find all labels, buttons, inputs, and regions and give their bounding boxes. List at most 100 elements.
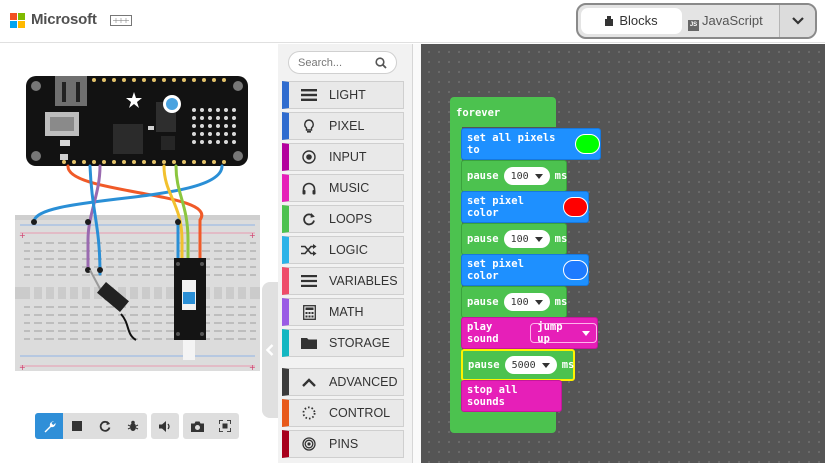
caret-down-icon xyxy=(534,173,543,179)
panel-divider[interactable] xyxy=(413,44,421,463)
duration-unit: ms xyxy=(554,296,568,308)
fullscreen-button[interactable] xyxy=(211,413,239,439)
category-label: PIXEL xyxy=(329,119,365,133)
duration-dropdown[interactable]: 5000 xyxy=(504,356,557,374)
block-label: set pixel color xyxy=(467,195,524,219)
duration-dropdown[interactable]: 100 xyxy=(503,293,550,311)
collapse-simulator-button[interactable] xyxy=(262,282,278,418)
buzzer-component[interactable] xyxy=(89,269,137,341)
blocks-tab[interactable]: Blocks xyxy=(581,8,682,34)
color-picker[interactable] xyxy=(562,197,588,217)
pause-block[interactable]: pause 100 ms xyxy=(461,160,567,192)
microsoft-logo-icon xyxy=(10,13,26,29)
light-bars-icon xyxy=(297,87,321,103)
category-label: PINS xyxy=(329,437,359,451)
category-math[interactable]: MATH xyxy=(282,298,404,326)
chevron-up-icon xyxy=(297,374,321,390)
pause-block-selected[interactable]: pause 5000 ms xyxy=(461,349,575,381)
category-label: ADVANCED xyxy=(329,375,398,389)
category-pins[interactable]: PINS xyxy=(282,430,404,458)
block-label: pause xyxy=(467,296,499,308)
category-logic[interactable]: LOGIC xyxy=(282,236,404,264)
slide-switch-component[interactable] xyxy=(174,258,206,360)
forever-label: forever xyxy=(456,107,501,119)
brand-name[interactable]: Microsoft xyxy=(31,11,97,28)
circuit-board-icon[interactable] xyxy=(110,15,132,26)
set-pixel-color-block[interactable]: set pixel color xyxy=(461,254,589,286)
search-icon[interactable] xyxy=(375,57,387,69)
shuffle-icon xyxy=(297,242,321,258)
forever-block[interactable]: forever xyxy=(450,97,556,127)
duration-unit: ms xyxy=(554,170,568,182)
category-label: INPUT xyxy=(329,150,367,164)
category-label: STORAGE xyxy=(329,336,390,350)
caret-down-icon xyxy=(534,299,543,305)
category-storage[interactable]: STORAGE xyxy=(282,329,404,357)
simulator-controls xyxy=(35,413,147,439)
duration-value: 100 xyxy=(510,233,529,245)
fullscreen-icon xyxy=(219,420,231,432)
lightbulb-icon xyxy=(297,118,321,134)
color-picker[interactable] xyxy=(562,260,588,280)
wrench-icon xyxy=(44,420,56,432)
restart-icon xyxy=(99,420,111,432)
sound-dropdown[interactable]: jump up xyxy=(530,321,597,345)
caret-down-icon xyxy=(534,236,543,242)
category-advanced[interactable]: ADVANCED xyxy=(282,368,404,396)
breadboard: + + + + xyxy=(15,215,260,372)
caret-down-icon xyxy=(541,362,550,368)
volume-icon xyxy=(158,420,170,432)
restart-button[interactable] xyxy=(91,413,119,439)
search-box xyxy=(288,51,397,74)
color-picker[interactable] xyxy=(575,134,600,154)
javascript-tab-label: JavaScript xyxy=(702,13,763,28)
search-input[interactable] xyxy=(298,55,373,71)
category-music[interactable]: MUSIC xyxy=(282,174,404,202)
caret-down-icon xyxy=(582,330,590,336)
editor-menu-button[interactable] xyxy=(779,5,815,37)
duration-dropdown[interactable]: 100 xyxy=(503,230,550,248)
stop-icon xyxy=(72,421,82,431)
category-loops[interactable]: LOOPS xyxy=(282,205,404,233)
list-icon xyxy=(297,273,321,289)
blocks-workspace[interactable]: forever set all pixels to pause 100 ms s… xyxy=(421,44,825,463)
category-label: LOOPS xyxy=(329,212,373,226)
calculator-icon xyxy=(297,304,321,320)
category-control[interactable]: CONTROL xyxy=(282,399,404,427)
blocks-tab-label: Blocks xyxy=(619,13,658,28)
category-light[interactable]: LIGHT xyxy=(282,81,404,109)
category-variables[interactable]: VARIABLES xyxy=(282,267,404,295)
block-label: stop all sounds xyxy=(467,384,518,408)
stop-all-sounds-block[interactable]: stop all sounds xyxy=(461,380,562,412)
set-pixel-color-block[interactable]: set pixel color xyxy=(461,191,589,223)
play-sound-block[interactable]: play sound jump up xyxy=(461,317,598,349)
audio-controls xyxy=(151,413,179,439)
pause-block[interactable]: pause 100 ms xyxy=(461,286,567,318)
wrench-button[interactable] xyxy=(35,413,63,439)
pause-block[interactable]: pause 100 ms xyxy=(461,223,567,255)
block-label: pause xyxy=(468,359,500,371)
category-label: LIGHT xyxy=(329,88,366,102)
set-all-pixels-block[interactable]: set all pixels to xyxy=(461,128,601,160)
duration-dropdown[interactable]: 100 xyxy=(503,167,550,185)
headphones-icon xyxy=(297,180,321,196)
svg-text:+: + xyxy=(249,231,256,240)
screenshot-button[interactable] xyxy=(183,413,211,439)
sound-value: jump up xyxy=(537,321,563,345)
simulator-canvas[interactable]: + + + + xyxy=(0,44,278,463)
view-controls xyxy=(183,413,239,439)
category-label: MUSIC xyxy=(329,181,370,195)
duration-unit: ms xyxy=(561,359,575,371)
stop-button[interactable] xyxy=(63,413,91,439)
simulator-panel: + + + + xyxy=(0,44,278,463)
volume-button[interactable] xyxy=(151,413,179,439)
duration-value: 5000 xyxy=(511,359,536,371)
category-pixel[interactable]: PIXEL xyxy=(282,112,404,140)
category-label: MATH xyxy=(329,305,364,319)
target-icon xyxy=(297,149,321,165)
simulator-toolbar xyxy=(35,413,239,439)
debug-button[interactable] xyxy=(119,413,147,439)
category-input[interactable]: INPUT xyxy=(282,143,404,171)
